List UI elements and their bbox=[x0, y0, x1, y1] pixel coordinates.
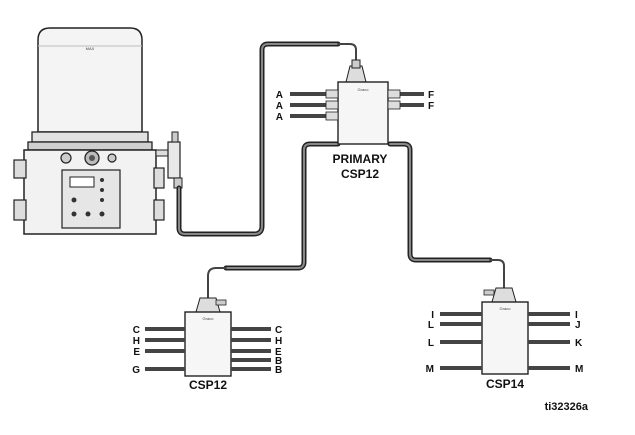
primary-right-label-2: F bbox=[428, 101, 434, 112]
csp12-right-label-4: B bbox=[275, 356, 282, 367]
csp12-left-label-2: H bbox=[133, 336, 140, 347]
csp14-left-label-4: M bbox=[426, 364, 434, 375]
csp14-right-label-3: K bbox=[575, 338, 583, 349]
primary-right-label-1: F bbox=[428, 90, 434, 101]
svg-text:Graco: Graco bbox=[500, 306, 512, 311]
csp12-right-label-2: H bbox=[275, 336, 282, 347]
primary-left-label-1: A bbox=[276, 90, 283, 101]
csp14-left-label-2: L bbox=[428, 320, 434, 331]
csp12-right-label-5: B bbox=[275, 365, 282, 376]
hose-primary-to-csp14 bbox=[387, 141, 505, 289]
supply-hose-pump-to-primary bbox=[176, 41, 357, 237]
primary-title-line1: PRIMARY bbox=[333, 152, 388, 166]
lubrication-pump: MAX bbox=[13, 27, 183, 235]
csp12-left-label-1: C bbox=[133, 325, 140, 336]
csp14-outlet-lines bbox=[440, 312, 570, 370]
csp14-right-label-2: J bbox=[575, 320, 581, 331]
hose-primary-to-csp12 bbox=[207, 141, 341, 299]
svg-text:Graco: Graco bbox=[203, 316, 215, 321]
primary-title-line2: CSP12 bbox=[341, 167, 379, 181]
csp14-right-label-4: M bbox=[575, 364, 583, 375]
csp14-right-label-1: I bbox=[575, 310, 578, 321]
csp14-left-label-1: I bbox=[431, 310, 434, 321]
primary-left-label-2: A bbox=[276, 101, 283, 112]
csp12-outlet-lines bbox=[145, 327, 271, 371]
primary-divider-valve: Graco bbox=[337, 59, 389, 145]
figure-id: ti32326a bbox=[545, 401, 589, 413]
reservoir-max-label: MAX bbox=[86, 46, 95, 51]
csp12-right-label-1: C bbox=[275, 325, 282, 336]
csp12-divider-valve: Graco bbox=[184, 297, 232, 377]
primary-left-label-3: A bbox=[276, 112, 283, 123]
csp14-title: CSP14 bbox=[486, 377, 524, 391]
svg-text:Graco: Graco bbox=[358, 87, 370, 92]
csp12-title: CSP12 bbox=[189, 378, 227, 392]
csp14-left-label-3: L bbox=[428, 338, 434, 349]
csp12-right-label-3: E bbox=[275, 347, 282, 358]
csp12-left-label-4: G bbox=[132, 365, 140, 376]
primary-outlet-lines bbox=[290, 89, 424, 121]
csp12-left-label-3: E bbox=[133, 347, 140, 358]
csp14-divider-valve: Graco bbox=[481, 287, 529, 375]
